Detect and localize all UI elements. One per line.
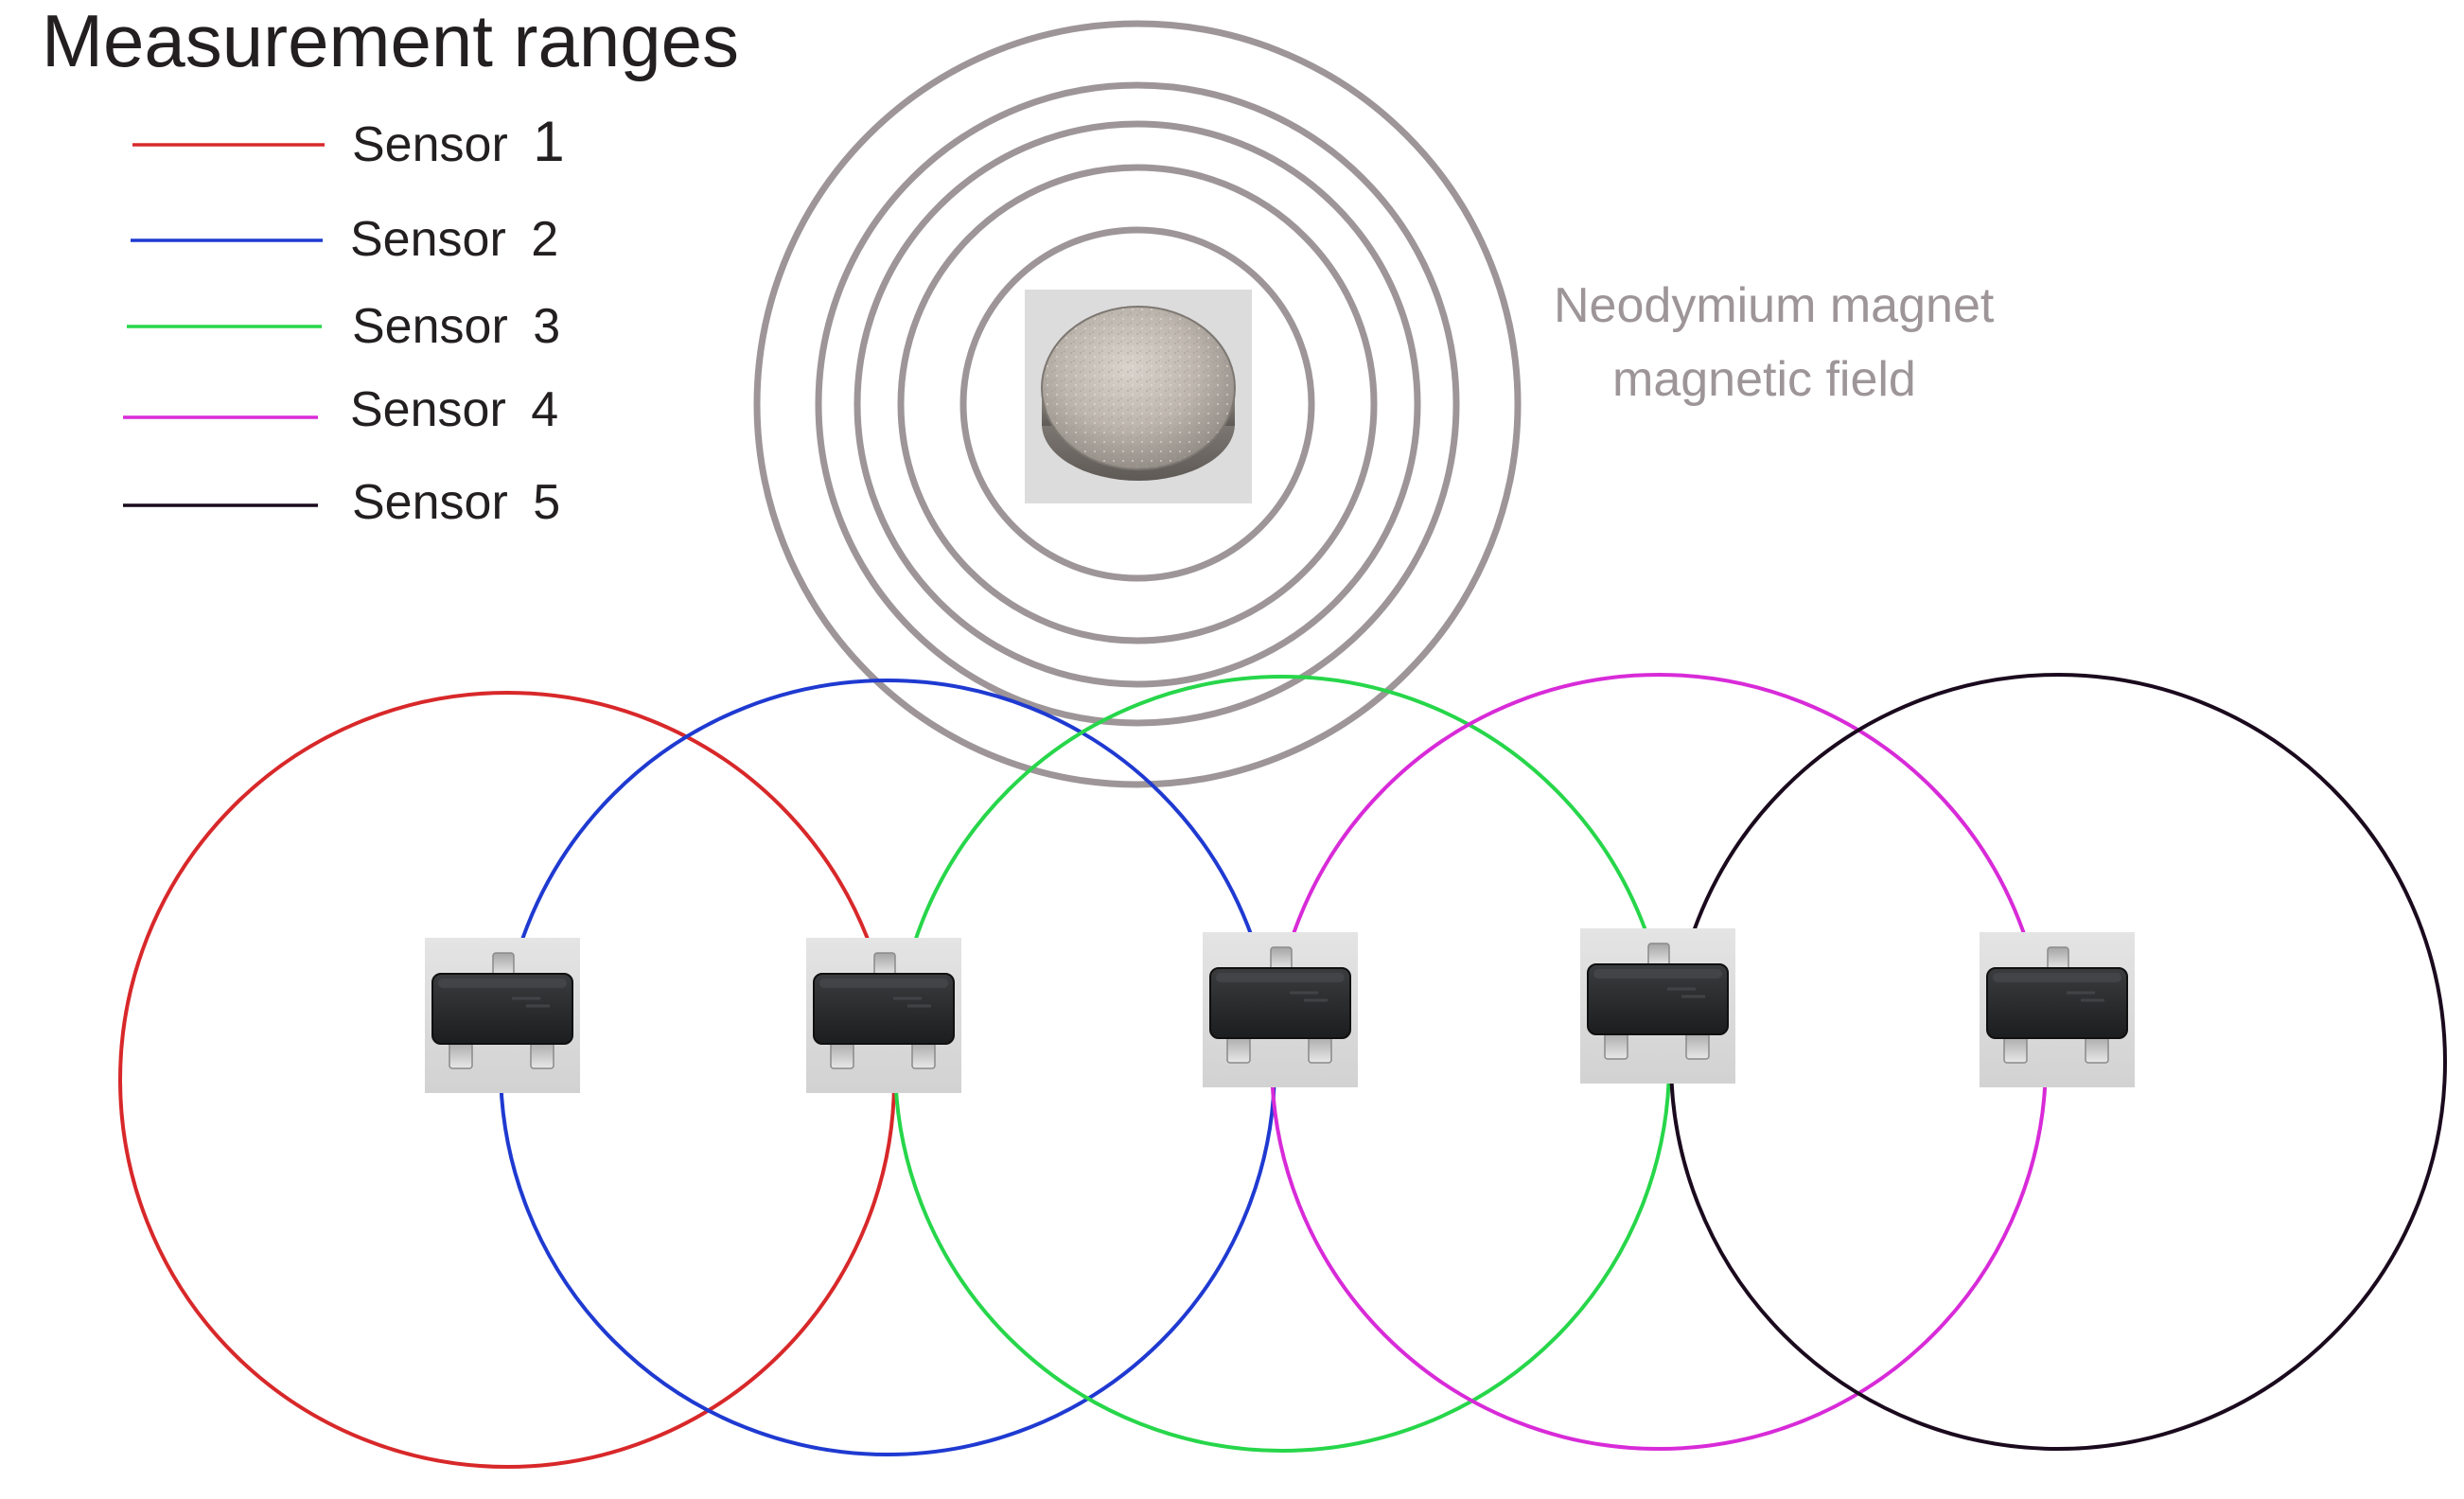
- hall-sensor-chip-icon-2: [806, 938, 961, 1093]
- magnet-label-line2: magnetic field: [1612, 352, 1916, 407]
- svg-text:Sensor 2: Sensor 2: [350, 212, 558, 267]
- legend-number-sensor-3: 3: [533, 299, 560, 354]
- diagram-title: Measurement ranges: [42, 0, 739, 82]
- svg-text:Sensor 4: Sensor 4: [350, 382, 558, 437]
- legend: Sensor 1 Sensor 2 Sensor 3 Sensor 4: [123, 110, 565, 530]
- legend-entry-sensor-2: Sensor 2: [131, 212, 558, 267]
- hall-sensor-chip-icon-5: [1980, 932, 2135, 1087]
- svg-text:Sensor 3: Sensor 3: [352, 299, 560, 354]
- field-ring-2: [897, 164, 1378, 644]
- legend-entry-sensor-3: Sensor 3: [127, 299, 560, 354]
- sensor-chips: [425, 928, 2135, 1093]
- legend-entry-sensor-5: Sensor 5: [123, 475, 560, 530]
- legend-number-sensor-5: 5: [533, 475, 560, 530]
- legend-label-sensor-2: Sensor: [350, 212, 506, 267]
- field-ring-1: [959, 226, 1315, 582]
- hall-sensor-chip-icon-3: [1203, 932, 1358, 1087]
- legend-label-sensor-5: Sensor: [352, 475, 508, 530]
- field-ring-3: [854, 120, 1421, 688]
- neodymium-magnet-icon: [1025, 290, 1252, 503]
- magnetic-field-rings: [753, 20, 1522, 788]
- hall-sensor-chip-icon-4: [1580, 928, 1735, 1084]
- hall-sensor-chip-icon-1: [425, 938, 580, 1093]
- field-ring-5: [753, 20, 1522, 788]
- svg-text:Sensor 5: Sensor 5: [352, 475, 560, 530]
- legend-label-sensor-3: Sensor: [352, 299, 508, 354]
- legend-entry-sensor-1: Sensor 1: [132, 110, 565, 173]
- magnet-label-line1: Neodymium magnet: [1554, 278, 1995, 333]
- legend-entry-sensor-4: Sensor 4: [123, 382, 558, 437]
- legend-label-sensor-1: Sensor: [352, 117, 508, 172]
- legend-label-sensor-4: Sensor: [350, 382, 506, 437]
- magnet-field-label: Neodymium magnet magnetic field: [1554, 278, 1995, 407]
- legend-number-sensor-2: 2: [531, 212, 558, 267]
- legend-number-sensor-1: 1: [533, 110, 564, 173]
- field-ring-4: [815, 81, 1460, 727]
- legend-number-sensor-4: 4: [531, 382, 558, 437]
- svg-text:Sensor 1: Sensor 1: [352, 110, 565, 173]
